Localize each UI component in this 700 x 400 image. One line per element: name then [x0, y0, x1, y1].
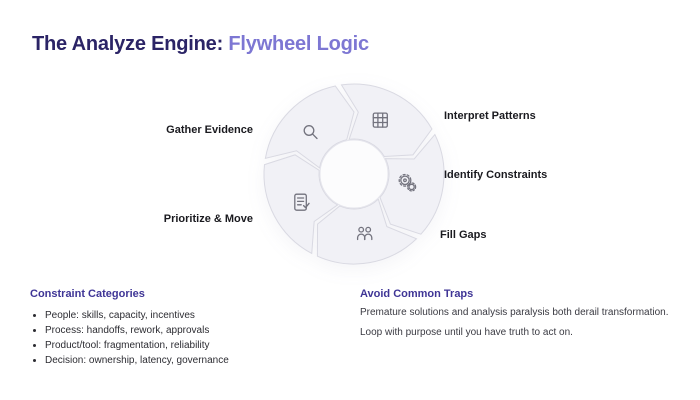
document-check-icon	[294, 193, 310, 211]
title-prefix: The Analyze Engine:	[32, 33, 224, 55]
flywheel-diagram	[263, 83, 445, 265]
section-constraint-categories: Constraint Categories People: skills, ca…	[30, 288, 350, 368]
title-highlight: Flywheel Logic	[228, 33, 369, 55]
step-label-identify-constraints: Identify Constraints	[444, 169, 548, 181]
step-label-gather-evidence: Gather Evidence	[166, 124, 253, 136]
list-item: Decision: ownership, latency, governance	[45, 353, 350, 368]
bullet-list: People: skills, capacity, incentives Pro…	[30, 308, 350, 368]
list-item: People: skills, capacity, incentives	[45, 308, 350, 323]
flywheel-segment	[264, 85, 355, 169]
section-heading: Avoid Common Traps	[360, 288, 474, 300]
gears-icon	[398, 173, 417, 192]
step-label-fill-gaps: Fill Gaps	[440, 229, 487, 241]
section-avoid-common-traps: Avoid Common Traps Premature solutions a…	[360, 288, 670, 348]
grid-icon	[372, 112, 388, 128]
flywheel-center	[319, 139, 389, 209]
body-line: Premature solutions and analysis paralys…	[360, 307, 669, 318]
section-heading: Constraint Categories	[30, 288, 145, 300]
body-line: Loop with purpose until you have truth t…	[360, 327, 573, 338]
people-icon	[356, 226, 373, 241]
list-item: Product/tool: fragmentation, reliability	[45, 338, 350, 353]
page-title: The Analyze Engine: Flywheel Logic	[32, 33, 369, 56]
step-label-prioritize-move: Prioritize & Move	[163, 213, 253, 225]
list-item: Process: handoffs, rework, approvals	[45, 323, 350, 338]
step-label-interpret-patterns: Interpret Patterns	[444, 110, 536, 122]
search-icon	[303, 125, 318, 140]
